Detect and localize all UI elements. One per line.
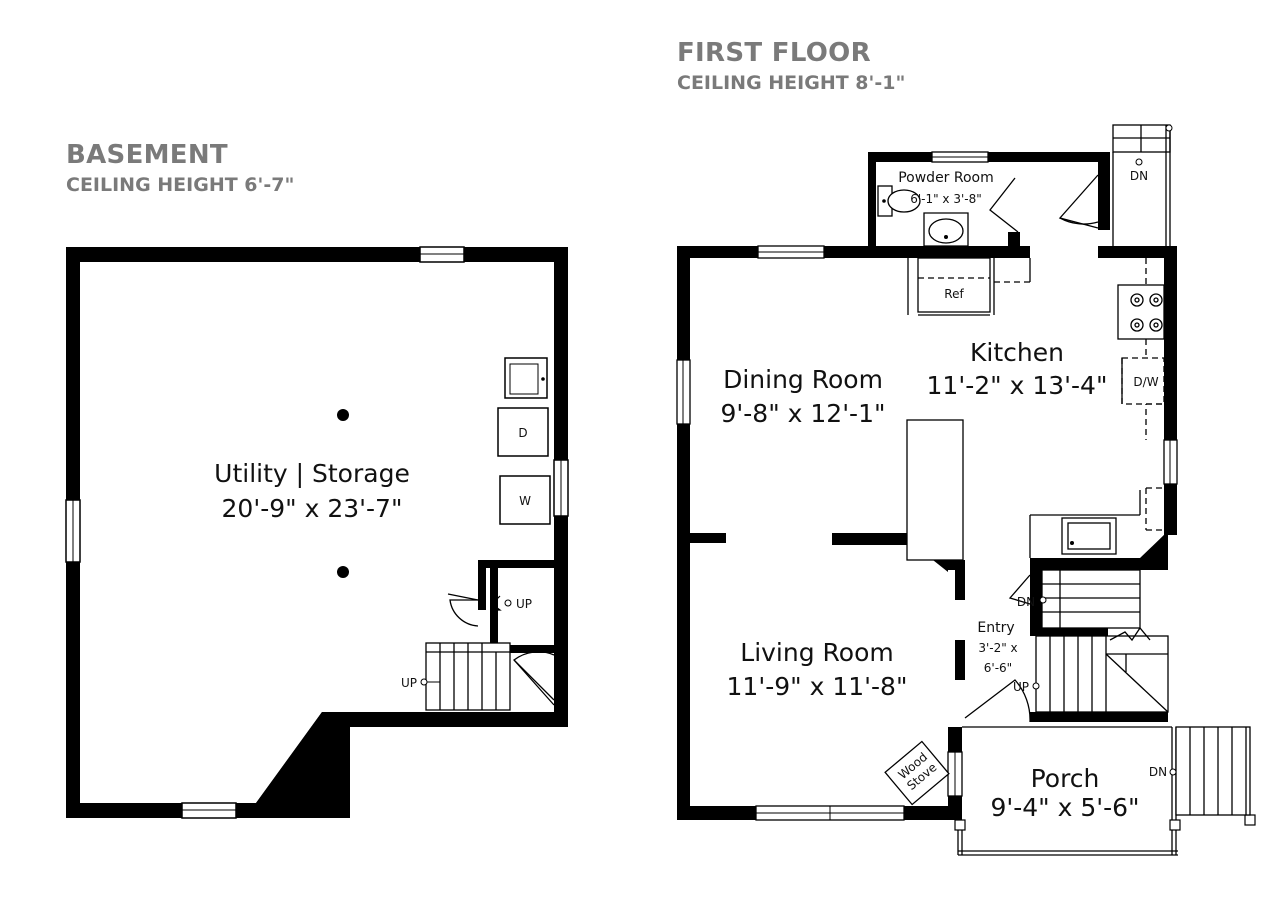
basement-stairs [425,642,511,711]
utility-storage-dims: 20'-9" x 23'-7" [222,494,403,523]
basement-header: BASEMENT CEILING HEIGHT 6'-7" [66,140,294,196]
refrigerator-label: Ref [944,287,964,301]
dining-room-dims: 9'-8" x 12'-1" [720,399,885,428]
kitchen-dims: 11'-2" x 13'-4" [927,371,1108,400]
door-swing [989,177,1019,233]
dryer [497,407,549,457]
door-swing [449,599,479,627]
refrigerator [907,257,995,315]
wood-stove [884,740,950,806]
kitchen-range [1117,284,1165,340]
entry-stair-up-label: UP [1013,680,1029,694]
basement-title: BASEMENT [66,140,228,170]
upper-stairs-up [1035,635,1169,713]
basement-stairs-down [1041,569,1141,629]
stair-up-label: UP [516,597,532,611]
chimney-column [906,419,964,561]
dining-room-label: Dining Room [723,365,883,394]
basement-ceiling-height: CEILING HEIGHT 6'-7" [66,174,295,196]
basement-corner-fill [256,712,350,803]
porch-stairs [1175,726,1251,816]
entry-label: Entry [977,620,1014,636]
utility-storage-label: Utility | Storage [214,459,410,488]
entry-stair-down-label: DN [1017,595,1035,609]
basement-plan: Utility | Storage 20'-9" x 23'-7" D W UP… [65,246,569,819]
interior-wall [832,533,962,572]
porch-label: Porch [1031,764,1100,793]
dishwasher-label: D/W [1133,375,1158,389]
porch-dims: 9'-4" x 5'-6" [990,793,1139,822]
kitchen-label: Kitchen [970,338,1064,367]
door-swing [513,651,555,701]
entry-wall [955,560,965,600]
dishwasher [1121,357,1165,405]
stair-enclosure-wall [478,560,498,645]
front-door-swing [964,679,1031,723]
living-room-label: Living Room [740,638,893,667]
dining-living-partition [690,533,726,543]
entry-dims-line1: 3'-2" x [978,641,1017,655]
first-floor-header: FIRST FLOOR CEILING HEIGHT 8'-1" [677,38,905,94]
powder-room-dims: 6'-1" x 3'-8" [910,192,982,206]
porch-stair-down-label: DN [1149,765,1167,779]
kitchen-sink [1061,517,1117,555]
rear-stair-down-label: DN [1130,169,1148,183]
washer-label: W [519,494,531,508]
first-floor-plan: Powder Room 6'-1" x 3'-8" Ref Kitchen 11… [676,124,1256,856]
washer [499,475,551,525]
first-floor-ceiling-height: CEILING HEIGHT 8'-1" [677,72,906,94]
stair-wall [1030,570,1042,635]
entry-dims-line2: 6'-6" [984,661,1012,675]
first-floor-title: FIRST FLOOR [677,38,871,68]
support-column [337,566,349,578]
bathroom-sink [923,212,969,247]
living-room-dims: 11'-9" x 11'-8" [727,672,908,701]
rear-stairs [1112,124,1171,246]
powder-room-label: Powder Room [898,170,994,186]
stair-up-label: UP [401,676,417,690]
door-swing [1008,574,1031,605]
support-column [337,409,349,421]
dryer-label: D [518,426,527,440]
